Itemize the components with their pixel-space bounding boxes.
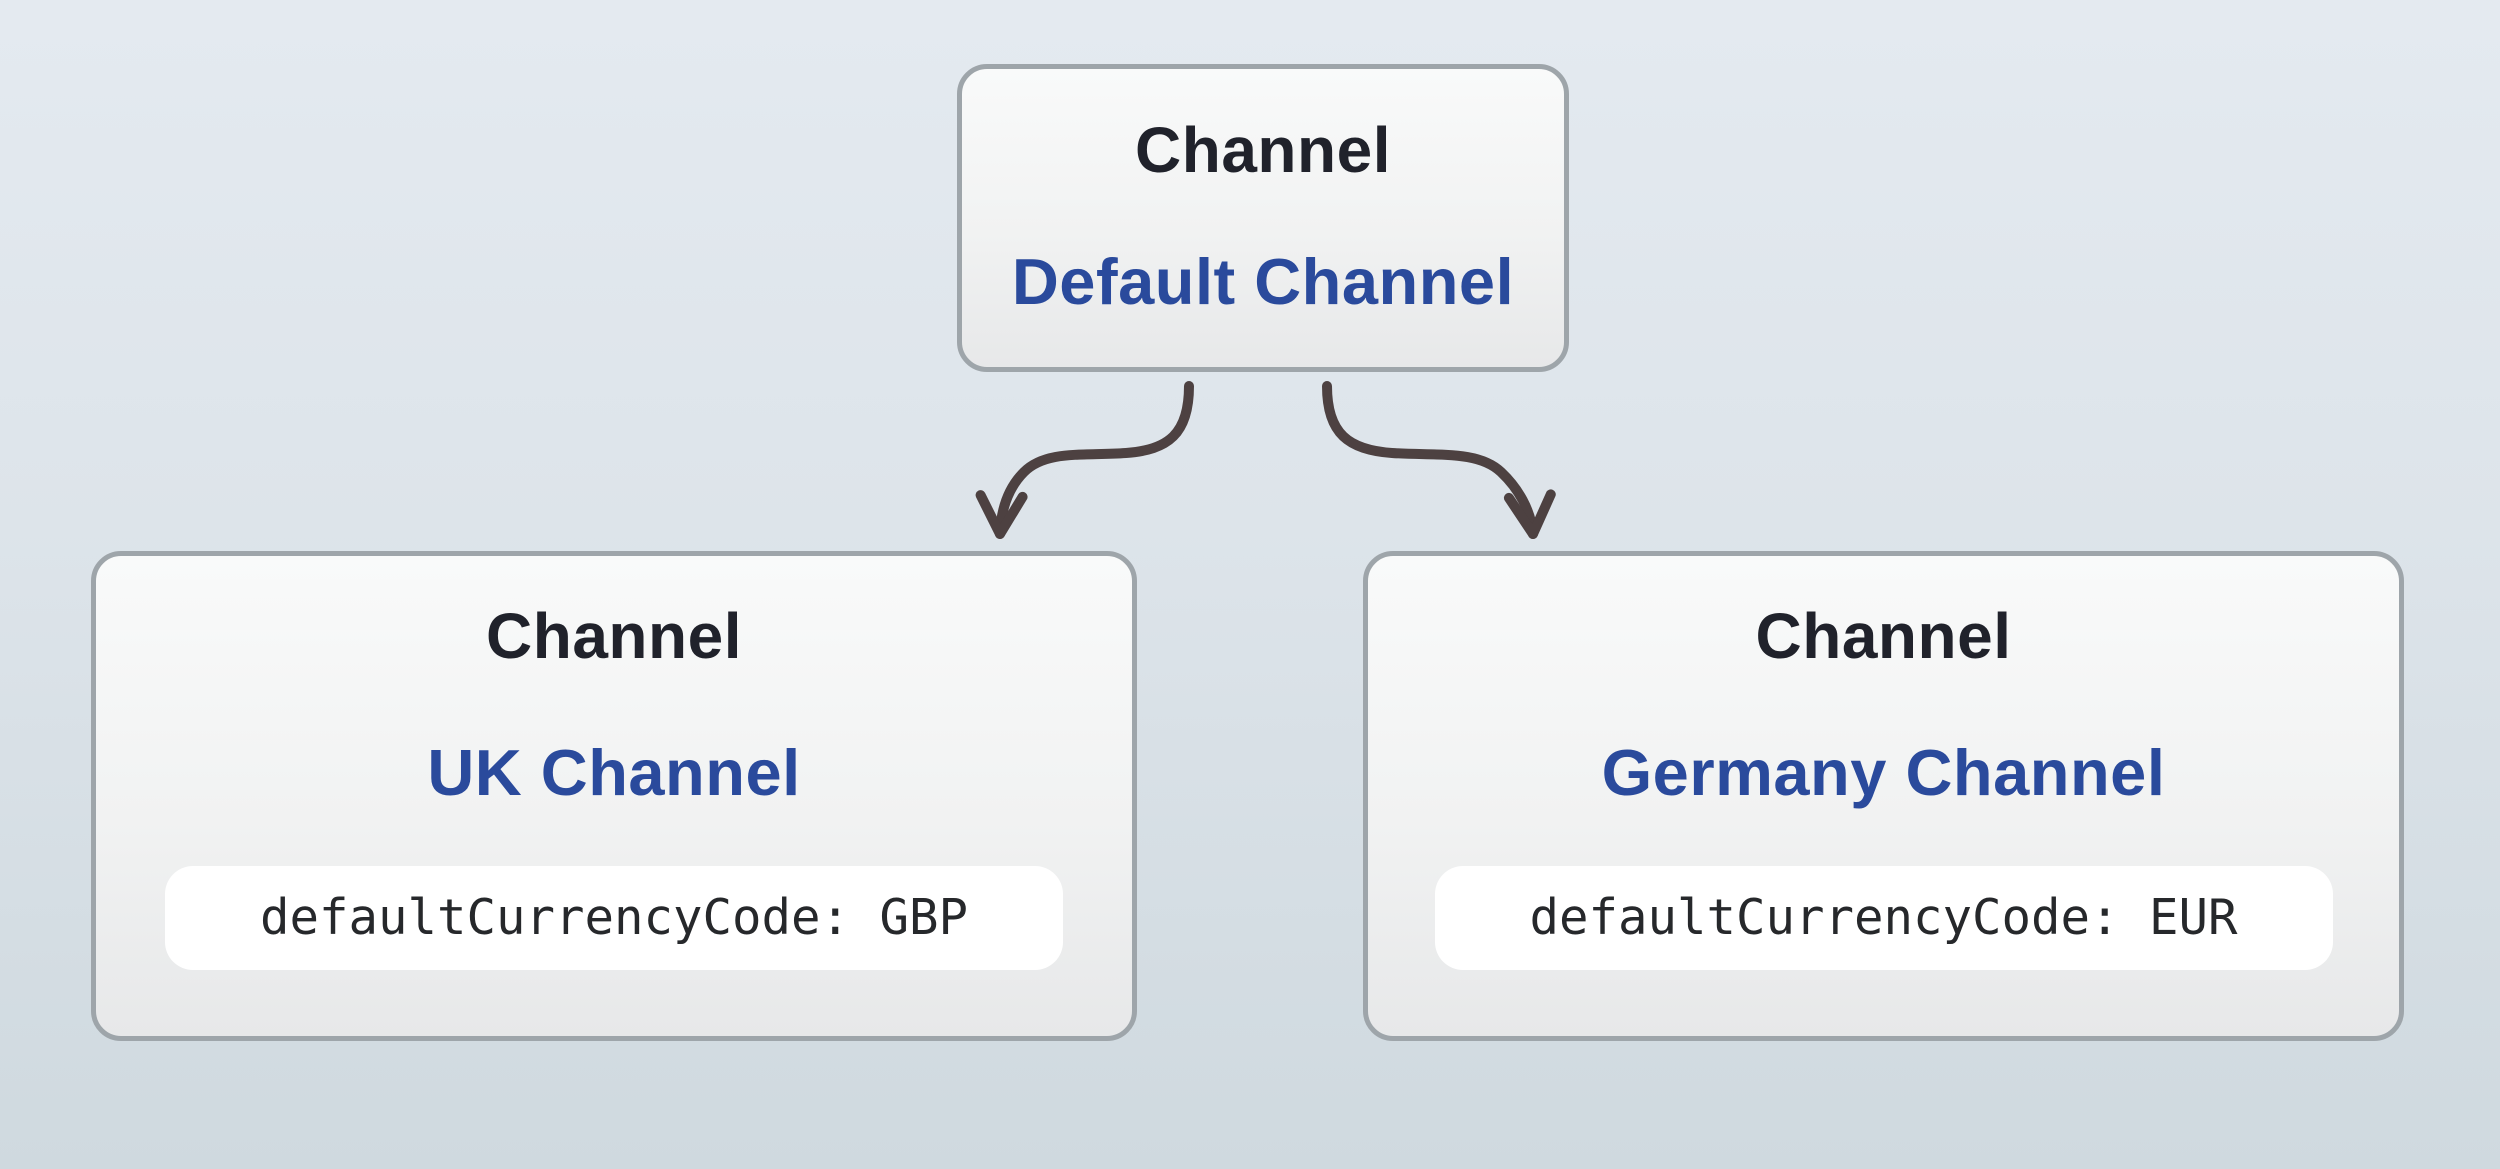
node-uk-channel: Channel UK Channel defaultCurrencyCode: … (91, 551, 1137, 1041)
node-germany-channel: Channel Germany Channel defaultCurrencyC… (1363, 551, 2404, 1041)
node-type-label: Channel (1135, 114, 1391, 186)
node-name-label: Default Channel (1011, 245, 1515, 318)
currency-code-text: defaultCurrencyCode: GBP (259, 889, 968, 946)
node-default-channel: Channel Default Channel (957, 64, 1569, 372)
node-type-label: Channel (486, 600, 742, 672)
node-name-label: Germany Channel (1601, 736, 2166, 809)
currency-code-pill: defaultCurrencyCode: GBP (165, 866, 1063, 970)
currency-code-text: defaultCurrencyCode: EUR (1529, 889, 2238, 946)
edge-default-to-uk (975, 381, 1194, 539)
edge-default-to-germany (1322, 381, 1556, 539)
node-name-label: UK Channel (427, 736, 801, 809)
currency-code-pill: defaultCurrencyCode: EUR (1434, 866, 2333, 970)
node-type-label: Channel (1755, 600, 2012, 672)
